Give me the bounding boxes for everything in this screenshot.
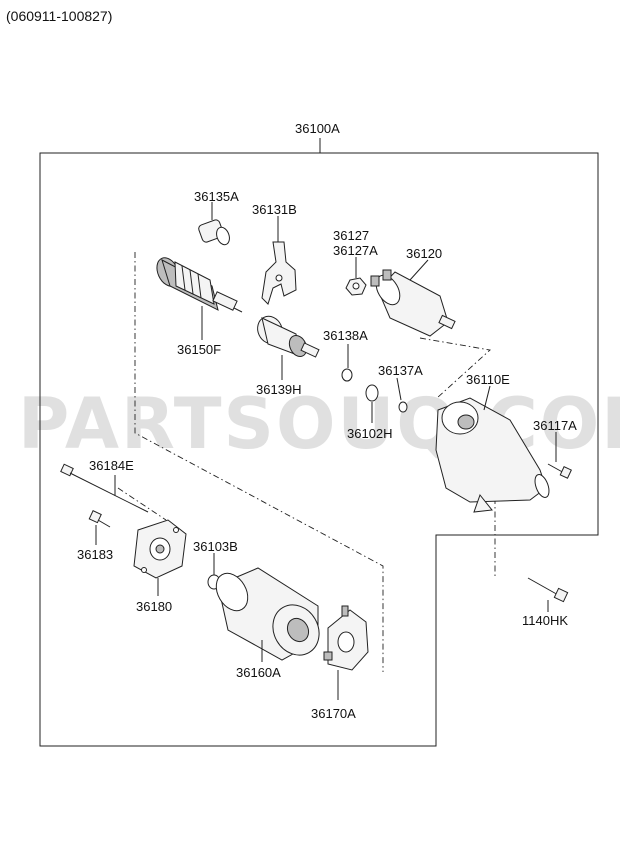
part-36160a-yoke[interactable] <box>210 567 328 664</box>
part-36120-solenoid[interactable] <box>370 269 456 337</box>
label-36184e: 36184E <box>89 458 134 473</box>
label-36120: 36120 <box>406 246 442 261</box>
label-36180: 36180 <box>136 599 172 614</box>
part-36127-nut[interactable] <box>345 277 367 296</box>
label-1140hk: 1140HK <box>522 613 568 628</box>
part-36139h-pinion[interactable] <box>253 312 320 359</box>
part-36170a-brush-holder[interactable] <box>323 605 369 671</box>
label-36131b: 36131B <box>252 202 297 217</box>
assembly-label: 36100A <box>295 121 340 136</box>
leader-36120 <box>409 259 429 281</box>
label-36150f: 36150F <box>177 342 221 357</box>
label-36135a: 36135A <box>194 189 239 204</box>
label-36170a: 36170A <box>311 706 356 721</box>
part-36117a-bolt[interactable] <box>547 463 572 479</box>
label-36127a: 36127A <box>333 243 378 258</box>
part-1140hk-bolt[interactable] <box>527 577 569 603</box>
leader-36110e <box>483 385 491 411</box>
label-36160a: 36160A <box>236 665 281 680</box>
part-36135a[interactable] <box>198 219 232 247</box>
part-36180-bracket[interactable] <box>133 519 187 579</box>
part-36183-screw[interactable] <box>88 510 111 528</box>
part-36102h-ring[interactable] <box>365 384 379 402</box>
part-36150f-armature[interactable] <box>153 254 243 313</box>
part-36131b[interactable] <box>261 241 297 305</box>
alignment-line-armature <box>134 252 384 672</box>
label-36138a: 36138A <box>323 328 368 343</box>
part-36137a-ring[interactable] <box>398 401 408 413</box>
label-36139h: 36139H <box>256 382 302 397</box>
alignment-line-through-bolt <box>117 487 167 521</box>
alignment-line-solenoid <box>419 337 491 399</box>
label-36183: 36183 <box>77 547 113 562</box>
label-36137a: 36137A <box>378 363 423 378</box>
label-36117a: 36117A <box>533 418 577 433</box>
label-36110e: 36110E <box>466 372 510 387</box>
part-36138a-ring[interactable] <box>341 368 353 382</box>
part-36184e-through-bolt[interactable] <box>60 463 149 513</box>
assembly-frame <box>39 152 599 747</box>
date-code: (060911-100827) <box>6 8 113 24</box>
label-36127: 36127 <box>333 228 369 243</box>
part-36110e-housing[interactable] <box>435 397 552 513</box>
label-36103b: 36103B <box>193 539 238 554</box>
leader-36137a <box>396 377 402 401</box>
label-36102h: 36102H <box>347 426 393 441</box>
